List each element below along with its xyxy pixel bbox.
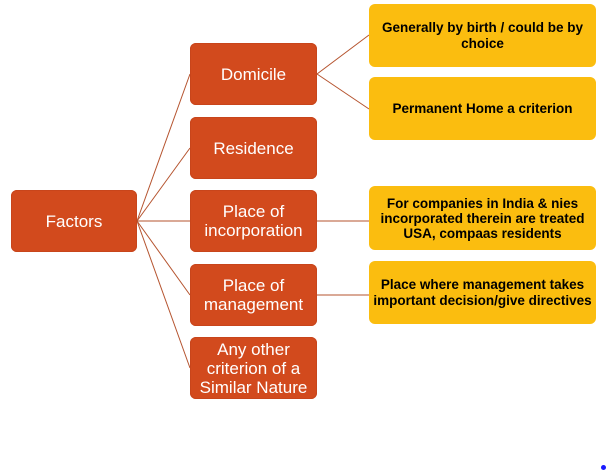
branch-node-place-of-incorporation: Place of incorporation (190, 190, 317, 252)
branch-node-any-other-criterion: Any other criterion of a Similar Nature (190, 337, 317, 399)
branch-node-place-of-management: Place of management (190, 264, 317, 326)
detail-node-permanent-home: Permanent Home a criterion (369, 77, 596, 140)
detail-node-text: For companies in India & nies incorporat… (380, 195, 585, 241)
detail-node-text: Place where management takes important d… (373, 276, 592, 308)
detail-node-management-decisions: Place where management takes important d… (369, 261, 596, 324)
connector-root-management (136, 220, 191, 296)
connector-root-residence (136, 147, 191, 222)
branch-node-residence: Residence (190, 117, 317, 179)
connector-domicile-birth (316, 34, 370, 75)
branch-node-label: Place of incorporation (204, 202, 303, 240)
branch-node-label: Residence (213, 138, 294, 158)
detail-node-text: Permanent Home a criterion (392, 100, 573, 116)
corner-dot (601, 465, 606, 470)
branch-node-label: Domicile (220, 64, 287, 84)
connector-domicile-home (316, 73, 370, 110)
root-node-label: Factors (45, 211, 103, 231)
detail-node-text: Generally by birth / could be by choice (381, 19, 584, 51)
detail-node-by-birth: Generally by birth / could be by choice (369, 4, 596, 67)
detail-node-companies: For companies in India & nies incorporat… (369, 186, 596, 250)
root-node-factors: Factors (11, 190, 137, 252)
branch-node-domicile: Domicile (190, 43, 317, 105)
branch-node-label: Place of management (203, 276, 304, 314)
branch-node-label: Any other criterion of a Similar Nature (199, 339, 308, 397)
connector-root-other (136, 220, 191, 369)
connector-root-domicile (136, 73, 191, 222)
